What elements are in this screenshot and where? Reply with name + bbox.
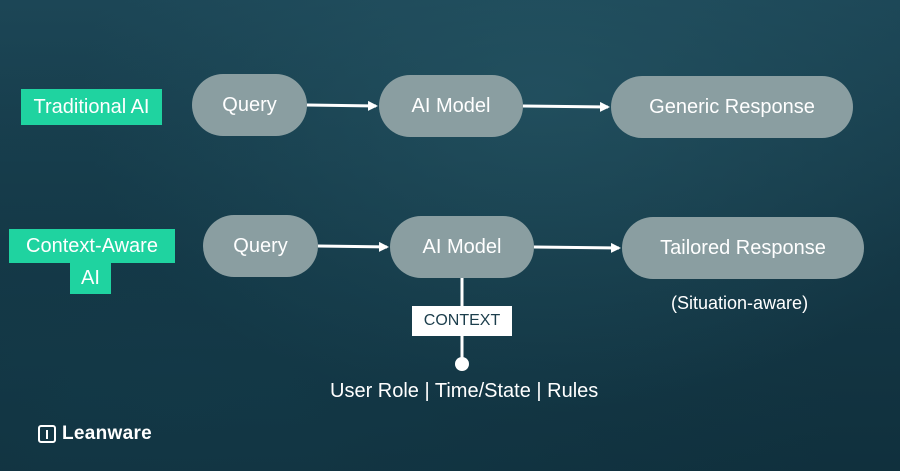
row1-query-node: Query bbox=[192, 74, 307, 136]
context-connector-dot bbox=[455, 357, 469, 371]
leanware-logo-text: Leanware bbox=[62, 423, 153, 444]
traditional-ai-tag: Traditional AI bbox=[21, 89, 162, 125]
row2-arrow-model-to-response bbox=[533, 242, 621, 253]
row1-ai-model-label: AI Model bbox=[411, 94, 491, 117]
row2-arrow-query-to-model bbox=[317, 241, 389, 252]
context-label: CONTEXT bbox=[412, 306, 512, 336]
row1-ai-model-node: AI Model bbox=[379, 75, 523, 137]
row1-generic-response-node: Generic Response bbox=[611, 76, 853, 138]
row1-generic-response-label: Generic Response bbox=[649, 95, 815, 118]
context-label-text: CONTEXT bbox=[423, 312, 501, 329]
context-aware-ai-tag: Context-Aware bbox=[9, 229, 175, 263]
row2-query-node: Query bbox=[203, 215, 318, 277]
traditional-ai-tag-label: Traditional AI bbox=[33, 96, 150, 118]
situation-aware-note: (Situation-aware) bbox=[671, 293, 809, 313]
leanware-logo: Leanware bbox=[38, 423, 152, 445]
row2-ai-model-node: AI Model bbox=[390, 216, 534, 278]
row2-tailored-response-node: Tailored Response bbox=[622, 217, 864, 279]
context-aware-ai-tag-line1: Context-Aware bbox=[26, 235, 158, 257]
row2-ai-model-label: AI Model bbox=[422, 235, 502, 258]
row2-query-label: Query bbox=[233, 234, 288, 257]
context-sources-text: User Role | Time/State | Rules bbox=[330, 380, 599, 402]
leanware-logo-icon bbox=[38, 425, 56, 443]
row1-arrow-query-to-model bbox=[306, 100, 378, 111]
row1-arrow-model-to-response bbox=[522, 101, 610, 112]
row2-tailored-response-label: Tailored Response bbox=[660, 236, 826, 259]
row1-query-label: Query bbox=[222, 93, 277, 116]
context-aware-ai-tag-second-line: AI bbox=[70, 263, 111, 294]
context-aware-ai-tag-line2: AI bbox=[81, 267, 100, 289]
